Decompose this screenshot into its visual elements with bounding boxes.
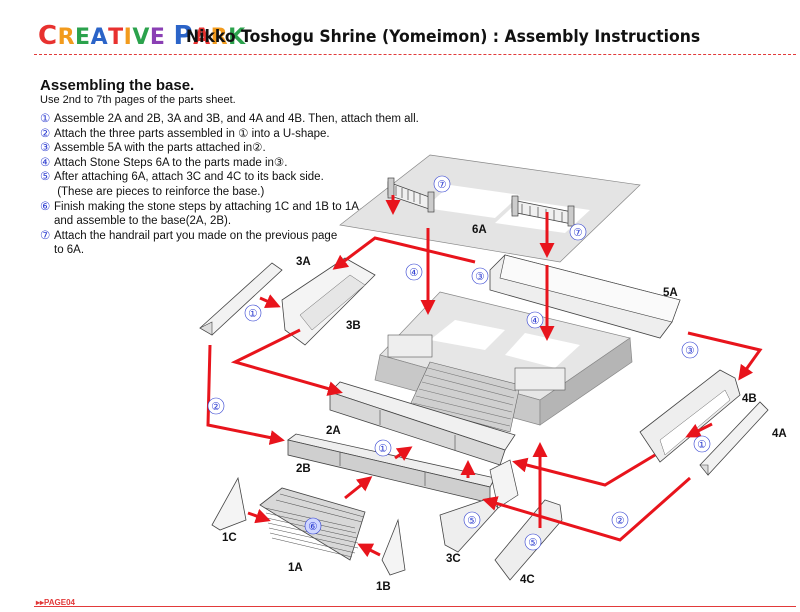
label-3c: 3C — [446, 553, 461, 565]
part-1b — [381, 518, 406, 576]
part-4a — [699, 401, 769, 476]
brand-letter: V — [132, 25, 150, 50]
part-1c — [211, 476, 247, 531]
step-5-note: (These are pieces to reinforce the base.… — [54, 185, 265, 198]
assembly-arrows — [206, 195, 763, 558]
section-subtitle: Use 2nd to 7th pages of the parts sheet. — [40, 94, 236, 106]
part-labels: 6A 3A 3B 5A 4B 4A 2A 2B 1C 1A 1B 3C 4C — [222, 224, 787, 593]
header-divider — [34, 54, 796, 55]
handrail-left — [387, 177, 435, 213]
brand-letter: A — [193, 25, 211, 50]
label-1a: 1A — [288, 562, 303, 574]
label-2a: 2A — [326, 425, 341, 437]
label-4c: 4C — [520, 574, 535, 586]
page-title: Nikko Toshogu Shrine (Yomeimon) : Assemb… — [186, 27, 701, 47]
marker-2a: ② — [211, 401, 220, 413]
marker-7a: ⑦ — [437, 179, 446, 191]
part-4b — [639, 369, 741, 463]
label-6a: 6A — [472, 224, 487, 236]
marker-5b: ⑤ — [528, 537, 537, 549]
brand-letter: I — [123, 25, 133, 50]
marker-3b: ③ — [685, 345, 694, 357]
marker-4a: ④ — [409, 267, 418, 279]
marker-4b: ④ — [530, 315, 539, 327]
label-5a: 5A — [663, 287, 678, 299]
footer-divider — [34, 606, 796, 607]
marker-5a: ⑤ — [467, 515, 476, 527]
label-2b: 2B — [296, 463, 311, 475]
brand-letter: R — [57, 25, 76, 50]
brand-letter: E — [75, 25, 91, 50]
marker-3a: ③ — [475, 271, 484, 283]
label-3a: 3A — [296, 256, 311, 268]
header: CREATIVE PARK Nikko Toshogu Shrine (Yome… — [0, 0, 800, 58]
marker-1a: ① — [248, 308, 257, 320]
step-markers: ⑦ ⑦ ④ ④ ③ ③ ① ① ① ② ② ⑤ ⑤ ⑥ — [207, 175, 711, 551]
brand-letter: C — [38, 21, 58, 51]
brand-letter: A — [90, 25, 109, 50]
brand-letter: K — [228, 25, 246, 50]
brand-letter: T — [108, 25, 124, 50]
marker-7b: ⑦ — [573, 227, 582, 239]
part-3a — [199, 262, 283, 336]
marker-1b: ① — [378, 443, 387, 455]
base-block — [374, 291, 633, 433]
label-1b: 1B — [376, 581, 391, 593]
part-6a-sheet — [339, 154, 641, 263]
label-3b: 3B — [346, 320, 361, 332]
label-1c: 1C — [222, 532, 237, 544]
marker-1c: ① — [697, 439, 706, 451]
section-title: Assembling the base. — [40, 77, 195, 94]
brand-letter: R — [210, 25, 229, 50]
brand-letter: E — [149, 25, 166, 50]
step-6-cont: and assemble to the base(2A, 2B). — [54, 215, 232, 228]
label-4b: 4B — [742, 393, 757, 405]
marker-2b: ② — [615, 515, 624, 527]
step-7-cont: to 6A. — [54, 244, 85, 257]
marker-6: ⑥ — [308, 521, 317, 533]
creative-park-logo: CREATIVE PARK — [38, 22, 246, 52]
part-5a — [489, 254, 681, 339]
label-4a: 4A — [772, 428, 787, 440]
handrail-right — [511, 195, 575, 227]
page-number: ▸▸PAGE04 — [36, 598, 76, 607]
brand-letter: P — [173, 21, 194, 51]
